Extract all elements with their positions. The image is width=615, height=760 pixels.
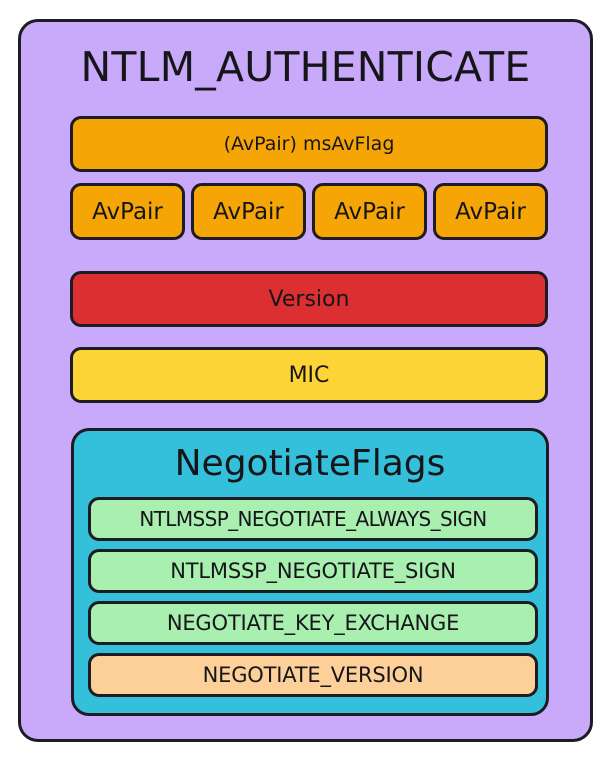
field-avpair-2: AvPair [191,183,306,240]
flag-negotiate-version-label: NEGOTIATE_VERSION [202,663,424,687]
flag-negotiate-key-exchange-label: NEGOTIATE_KEY_EXCHANGE [166,611,460,635]
flag-ntlmssp-negotiate-sign: NTLMSSP_NEGOTIATE_SIGN [88,549,538,593]
field-avpair-1: AvPair [70,183,185,240]
flag-ntlmssp-negotiate-always-sign-label: NTLMSSP_NEGOTIATE_ALWAYS_SIGN [139,507,487,531]
field-avpair-4-label: AvPair [455,198,526,225]
negotiate-flags-container: NegotiateFlags NTLMSSP_NEGOTIATE_ALWAYS_… [71,428,549,716]
ntlm-authenticate-message-container: NTLM_AUTHENTICATE (AvPair) msAvFlag AvPa… [18,19,593,742]
field-version: Version [70,271,548,327]
flag-ntlmssp-negotiate-always-sign: NTLMSSP_NEGOTIATE_ALWAYS_SIGN [88,497,538,541]
field-mic: MIC [70,347,548,403]
negotiate-flags-list: NTLMSSP_NEGOTIATE_ALWAYS_SIGN NTLMSSP_NE… [88,497,538,705]
flag-ntlmssp-negotiate-sign-label: NTLMSSP_NEGOTIATE_SIGN [170,559,456,583]
field-msavflag-label: (AvPair) msAvFlag [223,133,395,155]
field-avpair-4: AvPair [433,183,548,240]
field-avpair-3: AvPair [312,183,427,240]
message-title: NTLM_AUTHENTICATE [80,43,531,91]
field-mic-label: MIC [288,362,330,388]
field-avpair-3-label: AvPair [334,198,405,225]
field-version-label: Version [268,286,350,312]
field-avpair-2-label: AvPair [213,198,284,225]
field-msavflag: (AvPair) msAvFlag [70,116,548,172]
avpair-row: AvPair AvPair AvPair AvPair [70,183,548,240]
negotiate-flags-title: NegotiateFlags [174,443,446,484]
flag-negotiate-key-exchange: NEGOTIATE_KEY_EXCHANGE [88,601,538,645]
flag-negotiate-version: NEGOTIATE_VERSION [88,653,538,697]
field-avpair-1-label: AvPair [92,198,163,225]
